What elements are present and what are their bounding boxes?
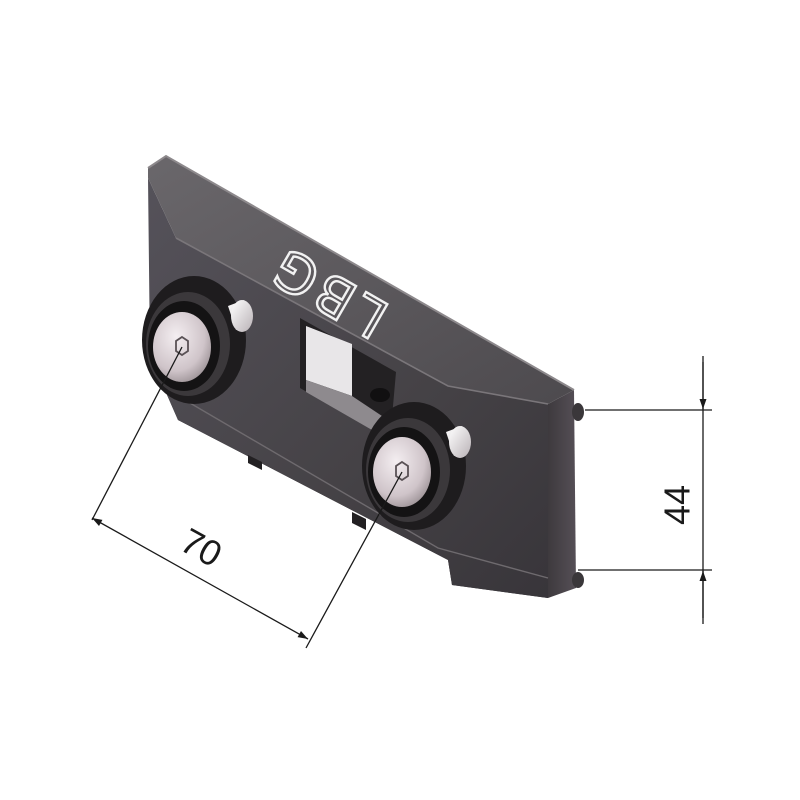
extension-line-left — [91, 346, 183, 521]
bracket-top-chamfer — [148, 156, 574, 404]
dimension-height: 44 — [578, 356, 712, 624]
bracket-lower-edge — [177, 395, 549, 579]
pin-right-head — [449, 426, 471, 458]
pin-right — [446, 426, 471, 458]
slot-inner-wall — [306, 326, 352, 396]
end-pin — [572, 403, 584, 421]
pin-left-head — [231, 300, 253, 332]
bracket-tab-left — [248, 455, 262, 470]
bracket-chamfer-edge — [175, 237, 549, 405]
dimension-line-spacing — [91, 517, 309, 640]
pin-left — [228, 300, 253, 332]
bracket-tab-right — [352, 512, 366, 530]
dimension-label-spacing: 70 — [174, 520, 229, 575]
roller-left — [142, 276, 246, 404]
hex-socket-icon — [175, 335, 189, 357]
end-pin-bottom — [572, 572, 584, 588]
slot-hole — [370, 388, 390, 402]
center-slot — [300, 318, 396, 440]
dimension-label-height: 44 — [657, 485, 698, 525]
bracket-end-face — [548, 390, 576, 598]
hex-socket-icon — [395, 460, 409, 482]
extension-line-right — [305, 471, 403, 649]
bracket-top-edge — [147, 154, 575, 391]
roller-right — [362, 402, 466, 530]
slot-inner-floor — [306, 380, 388, 438]
